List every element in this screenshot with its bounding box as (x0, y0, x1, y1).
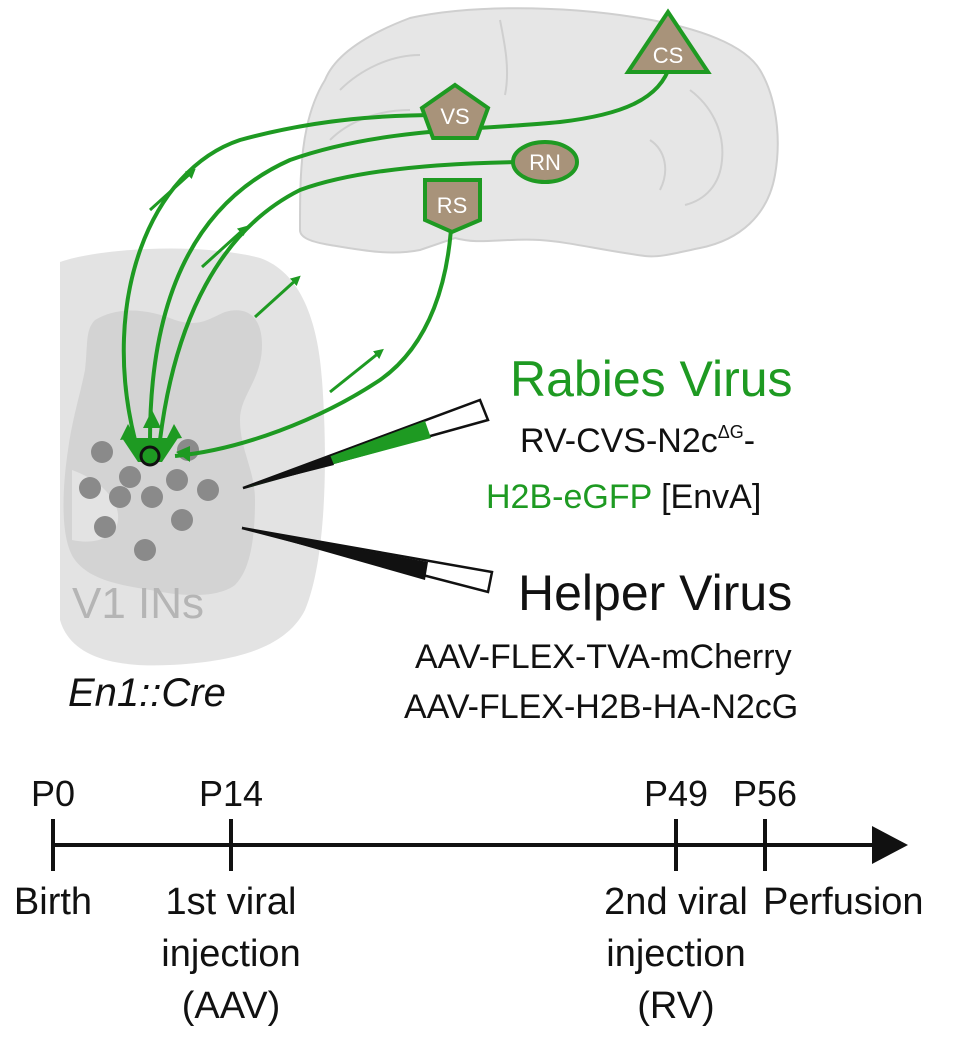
timeline-event-label: (AAV) (182, 985, 281, 1027)
region-label-cs: CS (653, 43, 684, 68)
rabies-reporter: H2B-eGFP (486, 478, 652, 516)
region-label-rs: RS (437, 193, 468, 218)
starter-cell-spike-icon (176, 446, 190, 462)
rabies-envelope: [EnvA] (661, 478, 761, 516)
rabies-construct-main: RV-CVS-N2c (520, 422, 718, 460)
projection-lines (121, 64, 672, 458)
cell-dot (79, 477, 101, 499)
cell-dot (91, 441, 113, 463)
projection-to-rs (174, 209, 454, 458)
timeline-event-label: injection (161, 933, 300, 975)
timeline-event-label: Birth (14, 881, 92, 923)
cell-dot (109, 486, 131, 508)
projection-to-vs (121, 113, 441, 441)
direction-arrow-icon (253, 275, 301, 319)
cell-dot (141, 486, 163, 508)
direction-arrow-icon (200, 225, 248, 269)
cerebellum-folds (649, 89, 724, 206)
rabies-construct-line1: RV-CVS-N2cΔG- (520, 422, 755, 460)
helper-pipette (241, 526, 494, 594)
triangle-icon (624, 8, 712, 74)
region-rs: RS (423, 178, 482, 235)
starter-cell-spike-icon (143, 410, 161, 428)
timeline-point-label: P56 (733, 773, 797, 814)
cell-dot (134, 539, 156, 561)
starter-cell-nucleus (139, 445, 161, 467)
helper-construct-line1: AAV-FLEX-TVA-mCherry (415, 638, 792, 676)
timeline-event-label: 1st viral (166, 881, 297, 923)
projection-to-rn (158, 160, 521, 441)
cell-dot (94, 516, 116, 538)
region-vs: VS (419, 82, 491, 140)
region-label-vs: VS (440, 104, 469, 129)
timeline-event-label: (RV) (637, 985, 714, 1027)
ellipse-icon (511, 140, 579, 184)
rabies-pipette (242, 398, 490, 490)
timeline-point-label: P14 (199, 773, 263, 814)
cell-dot (197, 479, 219, 501)
helper-construct-line2: AAV-FLEX-H2B-HA-N2cG (404, 688, 798, 726)
starter-cell-spike-icon (166, 424, 182, 440)
timeline-event-label: injection (606, 933, 745, 975)
cell-dot (119, 466, 141, 488)
rabies-virus-title: Rabies Virus (510, 351, 793, 407)
cell-dot (171, 509, 193, 531)
region-rn: RN (511, 140, 579, 184)
helper-virus-title: Helper Virus (518, 565, 792, 621)
projection-to-cs (148, 64, 672, 441)
genotype-label: En1::Cre (68, 671, 226, 715)
region-label-rn: RN (529, 150, 561, 175)
region-cs: CS (624, 8, 712, 74)
rabies-construct-dash: - (744, 422, 755, 460)
timeline-event-label: 2nd viral (604, 881, 748, 923)
v1-ins-label: V1 INs (72, 579, 204, 628)
direction-arrow-icon (329, 348, 384, 394)
timeline-point-label: P0 (31, 773, 75, 814)
helper-pipette-fill (242, 528, 428, 580)
timeline-point-label: P49 (644, 773, 708, 814)
rabies-construct-line2: H2B-eGFP [EnvA] (486, 478, 761, 516)
rabies-pipette-tip (243, 455, 334, 488)
timeline-event-label: Perfusion (763, 881, 924, 923)
rabies-construct-superscript: ΔG (718, 422, 744, 442)
brain-outline (298, 7, 779, 258)
timeline-arrow-icon (872, 826, 908, 864)
direction-arrows (148, 168, 384, 394)
cell-dot (166, 469, 188, 491)
direction-arrow-icon (148, 168, 196, 212)
starter-cell (120, 410, 190, 467)
pentagon-icon (419, 82, 491, 140)
brain-shape (298, 7, 779, 258)
square-icon (423, 178, 482, 235)
starter-cell-spike-icon (120, 424, 136, 440)
